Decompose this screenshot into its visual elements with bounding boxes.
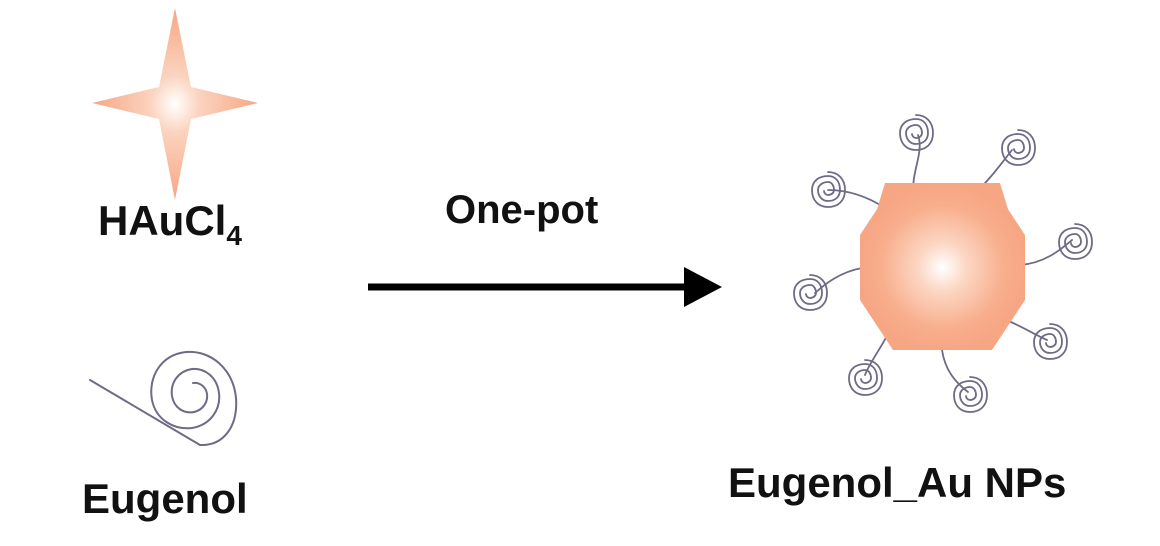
product-label: Eugenol_Au NPs bbox=[728, 459, 1067, 506]
gold-salt-label: HAuCl4 bbox=[98, 197, 242, 251]
ligand-curl-icon bbox=[1058, 223, 1093, 260]
eugenol-spiral-icon bbox=[89, 350, 238, 447]
gold-salt-star-icon bbox=[92, 8, 258, 200]
ligand-curl-icon bbox=[793, 274, 828, 311]
ligand-curl-icon bbox=[899, 114, 934, 151]
nanoparticle bbox=[793, 114, 1093, 413]
ligand-curl-icon bbox=[1033, 323, 1068, 360]
reaction-arrow bbox=[368, 267, 722, 307]
eugenol-label: Eugenol bbox=[82, 475, 248, 522]
reaction-condition-label: One-pot bbox=[445, 188, 599, 232]
ligand-curl-icon bbox=[1001, 129, 1036, 166]
ligand-curl-icon bbox=[953, 376, 988, 413]
gold-octagon-core-shape bbox=[860, 185, 1025, 350]
ligand-curl-icon bbox=[848, 359, 883, 396]
